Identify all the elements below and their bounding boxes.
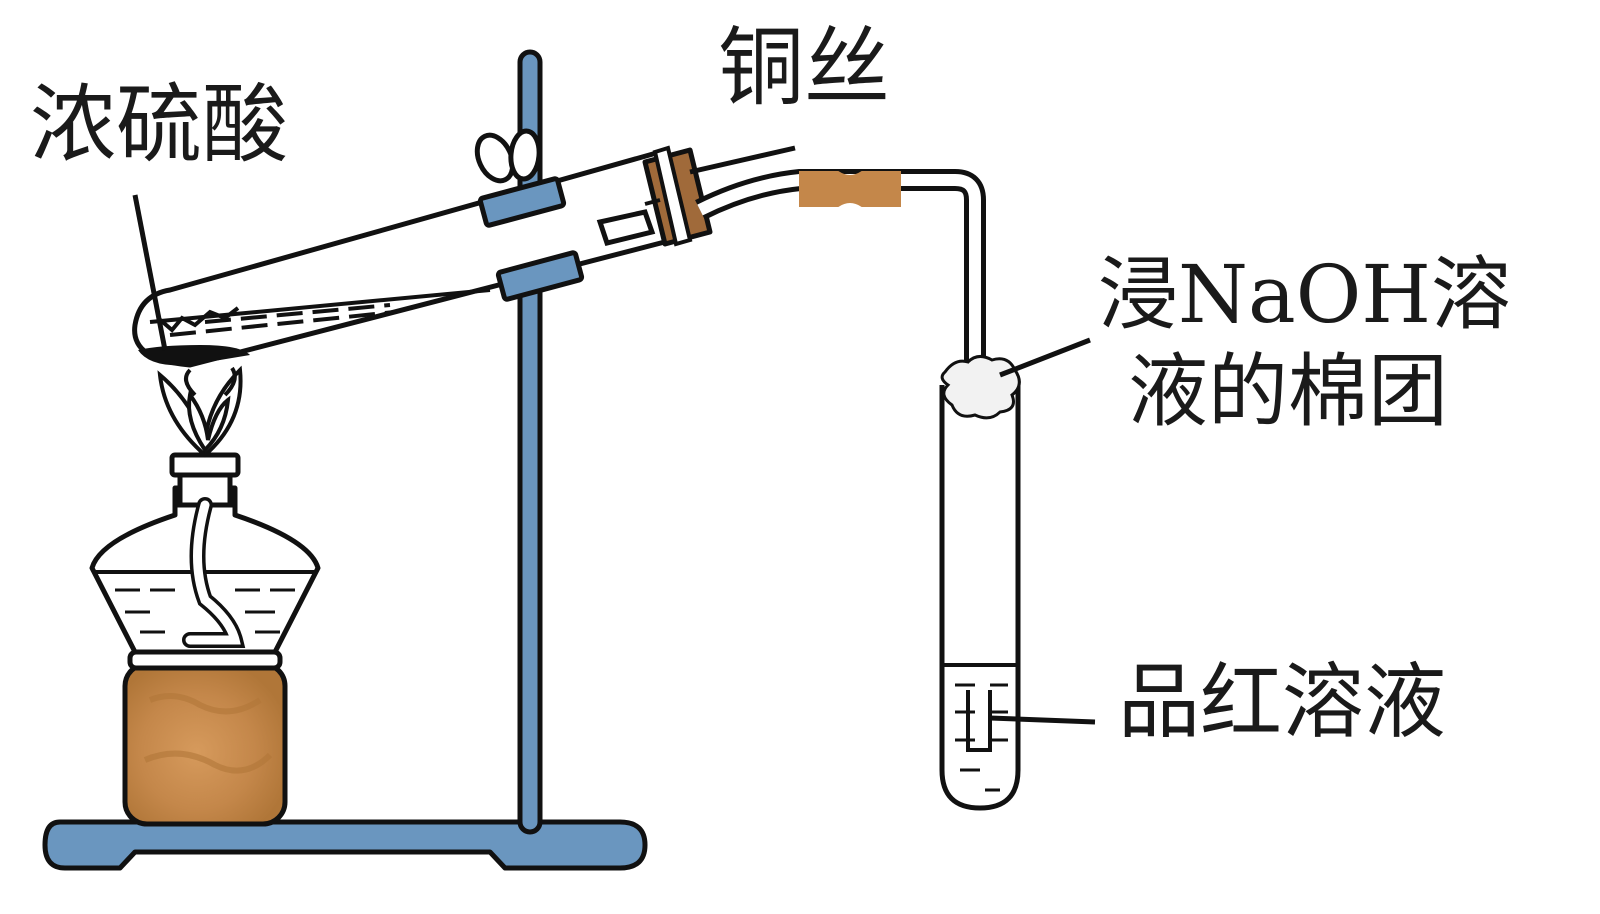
delivery-tube bbox=[695, 169, 986, 690]
label-concentrated-sulfuric-acid: 浓硫酸 bbox=[30, 75, 288, 175]
label-naoh-cotton-line1: 浸NaOH溶 bbox=[1098, 248, 1512, 341]
reaction-test-tube bbox=[132, 145, 796, 368]
stand-base bbox=[42, 819, 648, 871]
clamp-upper bbox=[474, 128, 567, 228]
rubber-connector bbox=[799, 171, 901, 207]
flame-icon bbox=[157, 365, 243, 458]
label-naoh-cotton-line2: 液的棉团 bbox=[1128, 345, 1448, 438]
leader-lines bbox=[132, 194, 1096, 725]
label-copper-wire: 铜丝 bbox=[718, 18, 890, 118]
lamp-wood-base bbox=[122, 661, 288, 827]
receiving-test-tube bbox=[939, 355, 1021, 811]
cotton-ball-icon bbox=[940, 355, 1021, 420]
label-magenta-solution: 品红溶液 bbox=[1118, 655, 1447, 750]
alcohol-lamp bbox=[89, 365, 321, 827]
clamp-lower bbox=[495, 250, 585, 302]
